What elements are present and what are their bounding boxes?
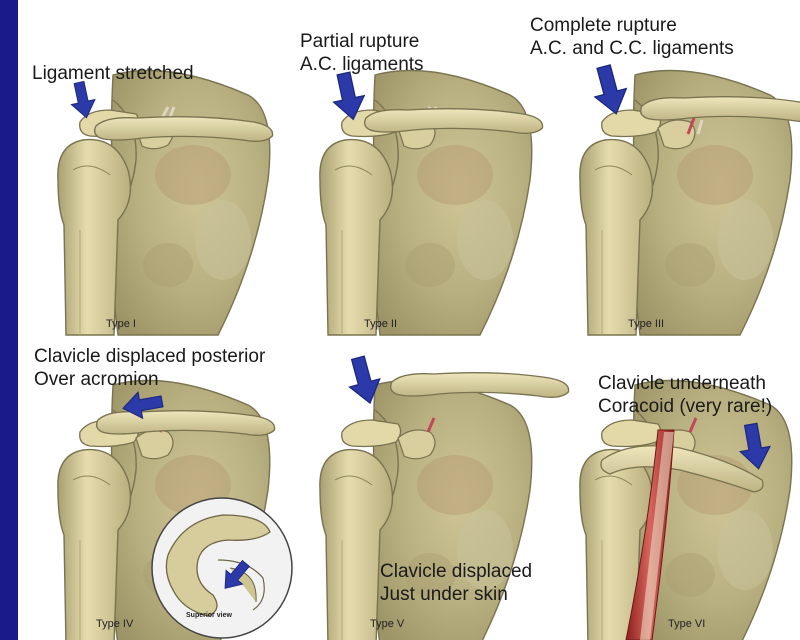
caption-line: A.C. and C.C. ligaments xyxy=(530,37,734,60)
type-label: Type V xyxy=(370,618,404,630)
type-label: Type I xyxy=(106,318,136,330)
caption-line: Over acromion xyxy=(34,368,265,391)
type-label: Type IV xyxy=(96,618,133,630)
panel-type-3 xyxy=(580,63,800,335)
panel-type-1 xyxy=(58,71,273,336)
type-label: Type II xyxy=(364,318,397,330)
caption-type-2: Partial rupture A.C. ligaments xyxy=(300,30,424,76)
caption-line: Clavicle underneath xyxy=(598,372,772,395)
arrow-icon xyxy=(588,63,632,118)
caption-type-5: Clavicle displaced Just under skin xyxy=(380,560,532,606)
caption-line: Clavicle displaced xyxy=(380,560,532,583)
inset-label: Superior view xyxy=(186,612,232,619)
caption-line: Just under skin xyxy=(380,583,532,606)
caption-type-3: Complete rupture A.C. and C.C. ligaments xyxy=(530,14,734,60)
caption-line: Coracoid (very rare!) xyxy=(598,395,772,418)
caption-type-6: Clavicle underneath Coracoid (very rare!… xyxy=(598,372,772,418)
caption-line: Clavicle displaced posterior xyxy=(34,345,265,368)
caption-type-4: Clavicle displaced posterior Over acromi… xyxy=(34,345,265,391)
caption-line: Ligament stretched xyxy=(32,62,194,85)
panel-type-6 xyxy=(580,381,792,640)
caption-line: Partial rupture xyxy=(300,30,424,53)
diagram-frame: Ligament stretched Partial rupture A.C. … xyxy=(18,0,800,640)
caption-line: A.C. ligaments xyxy=(300,53,424,76)
caption-line: Complete rupture xyxy=(530,14,734,37)
type-label: Type III xyxy=(628,318,664,330)
panel-type-4 xyxy=(58,381,292,640)
caption-type-1: Ligament stretched xyxy=(32,62,194,85)
type-label: Type VI xyxy=(668,618,705,630)
panel-type-2 xyxy=(320,70,543,335)
